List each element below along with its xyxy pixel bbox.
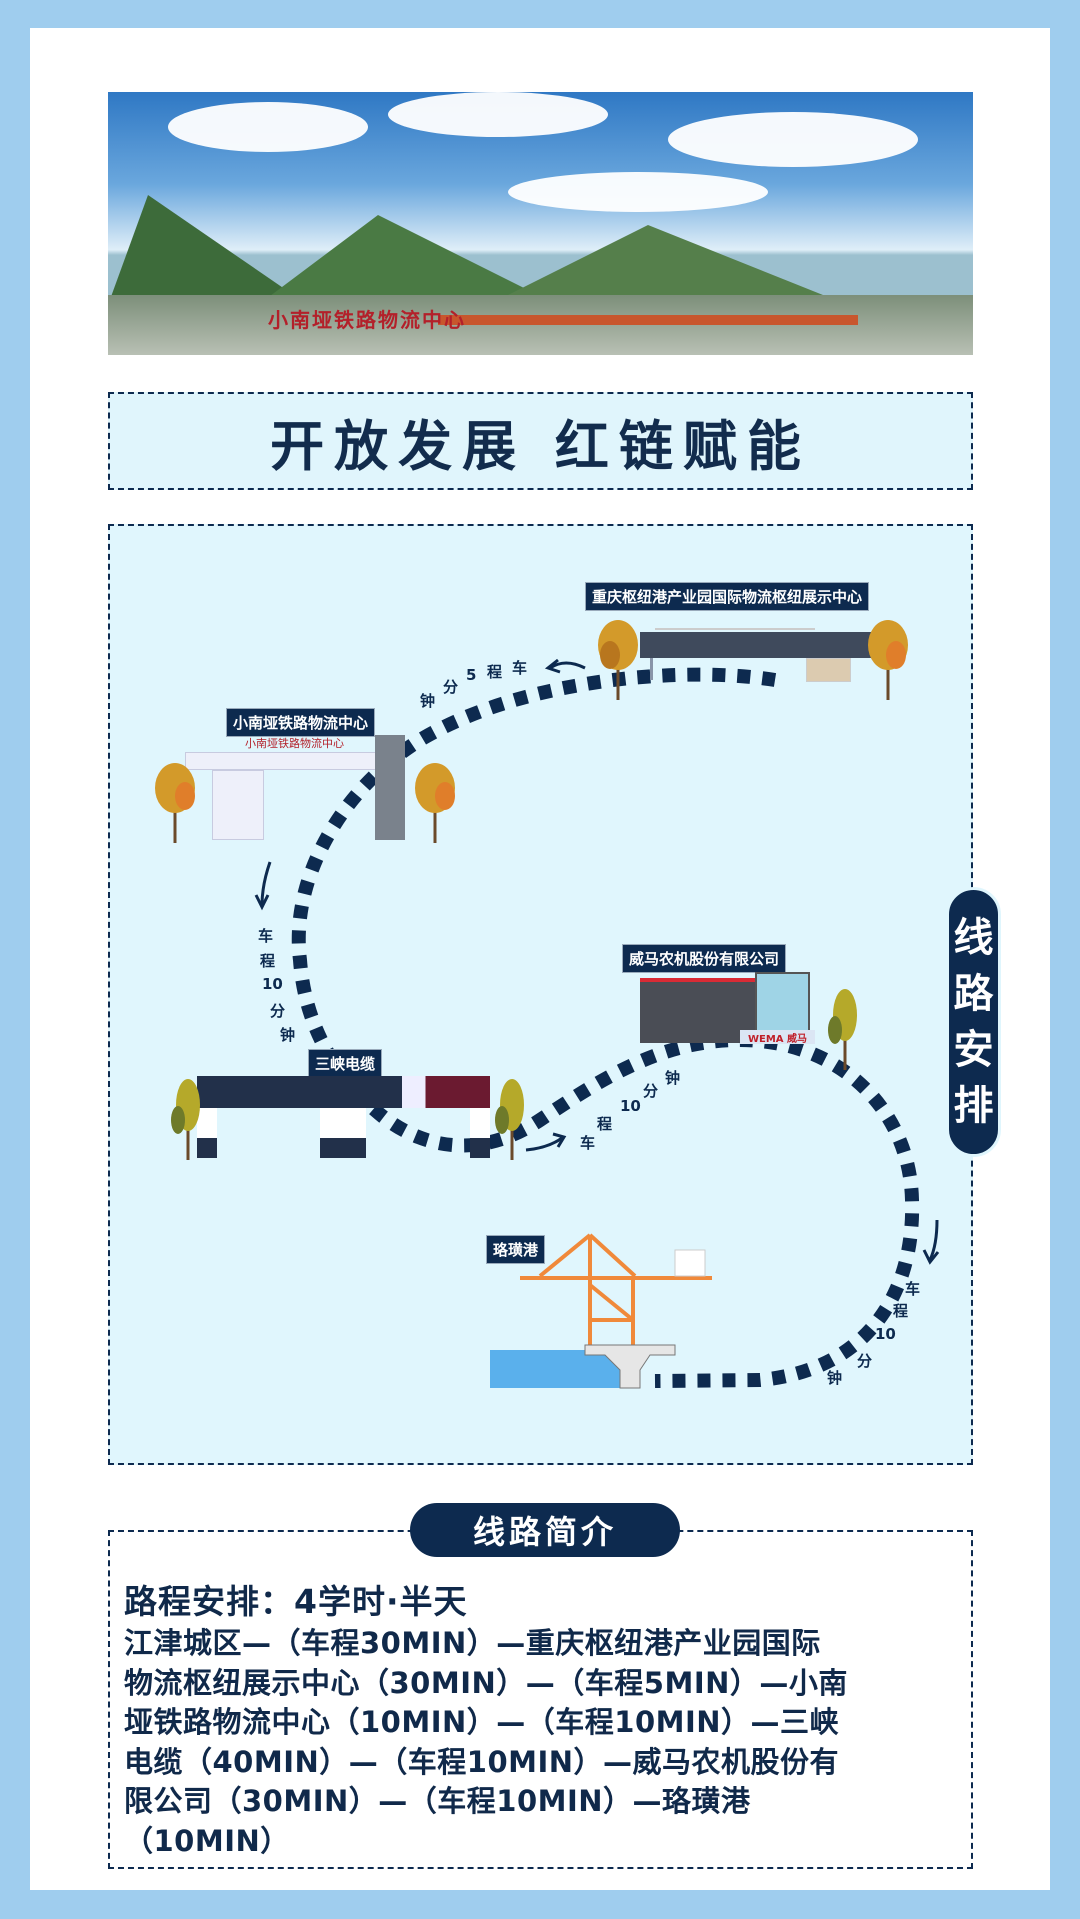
tree-icon [155,763,195,843]
leg1-char: 分 [443,678,459,696]
intro-line: 物流枢纽展示中心（30MIN）—（车程5MIN）—小南 [124,1665,848,1700]
leg4-char: 钟 [827,1369,843,1387]
port-crane-illustration [490,1233,712,1389]
leg2-char: 钟 [280,1026,296,1044]
chongqing-hub-sign [655,612,815,630]
route-arrangement-pill: 线 路 安 排 [946,887,1001,1157]
stop-label-chongqing-hub: 重庆枢纽港产业园国际物流枢纽展示中心 [585,582,870,611]
leg3-char: 分 [643,1082,659,1100]
intro-line: 限公司（30MIN）—（车程10MIN）—珞璜港 [124,1784,751,1818]
tree-icon [171,1079,200,1160]
intro-line: 江津城区—（车程30MIN）—重庆枢纽港产业园国际 [124,1626,821,1660]
stop-label-luohuang-port: 珞璜港 [486,1235,546,1264]
tree-icon [495,1079,524,1160]
leg3-char: 钟 [665,1069,681,1087]
weima-sign: WEMA 威马 [740,1030,815,1045]
route-dashed-line [291,667,920,1388]
pill-char: 线 [953,915,994,961]
xiaonanya-building [185,752,405,770]
leg3-char: 10 [620,1097,641,1115]
sanxia-building [197,1076,490,1108]
stop-label-sanxia-cable: 三峡电缆 [308,1049,383,1078]
title-box: 开放发展 红链赋能 [108,392,973,490]
intro-heading: 路程安排：4学时·半天 [124,1582,468,1621]
arrow-icon [525,1136,563,1152]
intro-line: （10MIN） [124,1823,290,1858]
route-intro-pill: 线路简介 [410,1503,680,1557]
leg4-char: 车 [905,1280,921,1298]
arrow-icon [928,1219,939,1261]
leg2-char: 分 [270,1002,286,1020]
stop-label-xiaonanya: 小南垭铁路物流中心 [226,708,376,737]
leg2-char: 车 [258,927,274,945]
route-intro-text: 路程安排：4学时·半天 江津城区—（车程30MIN）—重庆枢纽港产业园国际 物流… [124,1580,964,1861]
leg3-char: 程 [597,1115,613,1133]
chongqing-hub-building [640,632,900,658]
arrow-icon [260,861,272,906]
arrow-icon [549,661,586,670]
xiaonanya-sign: 小南垭铁路物流中心 [245,737,344,750]
banner-photo: 小南垭铁路物流中心 [108,92,973,355]
weima-building [640,978,755,1043]
leg4-char: 分 [857,1352,873,1370]
leg1-char: 钟 [420,692,436,710]
pill-char: 路 [953,971,994,1017]
intro-line: 垭铁路物流中心（10MIN）—（车程10MIN）—三峡 [124,1705,840,1739]
page-title: 开放发展 红链赋能 [270,414,811,478]
leg1-char: 车 [512,659,528,677]
tree-icon [598,620,638,700]
leg1-char: 程 [487,663,503,681]
leg4-char: 程 [893,1302,909,1320]
pill-char: 安 [953,1027,994,1073]
pill-char: 排 [953,1083,994,1129]
leg2-char: 程 [260,952,276,970]
leg1-char: 5 [466,666,477,684]
intro-line: 电缆（40MIN）—（车程10MIN）—威马农机股份有 [124,1744,840,1779]
tree-icon [868,620,908,700]
stop-label-weima: 威马农机股份有限公司 [622,944,787,973]
leg4-char: 10 [875,1325,896,1343]
tree-icon [415,763,455,843]
banner-sign: 小南垭铁路物流中心 [268,308,466,332]
tree-icon [828,989,857,1070]
leg3-char: 车 [580,1134,596,1152]
leg2-char: 10 [262,975,283,993]
